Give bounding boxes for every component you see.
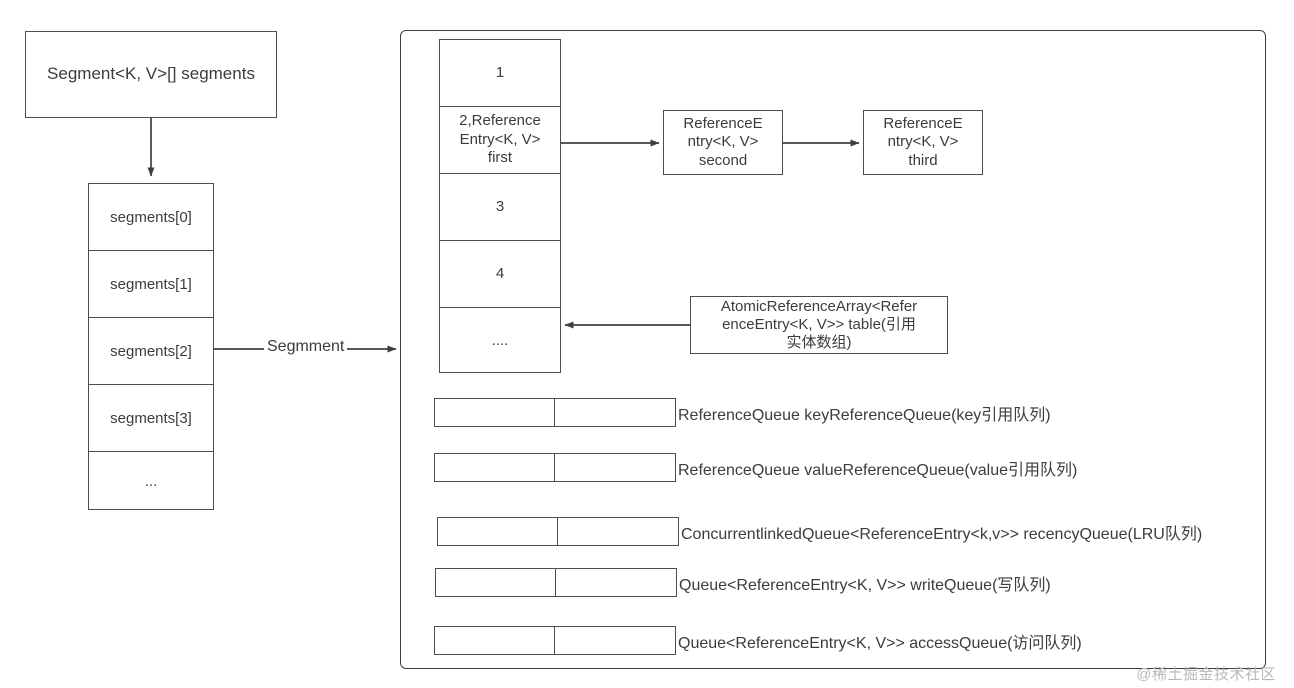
queue-slot-b <box>555 627 675 654</box>
segments-cell-0: segments[0] <box>89 184 213 251</box>
queue-bar <box>435 568 677 597</box>
segments-cell-1: segments[1] <box>89 251 213 318</box>
queue-slot-a <box>435 399 555 426</box>
queue-slot-b <box>555 399 675 426</box>
queue-slot-a <box>438 518 558 545</box>
segments-declaration-box: Segment<K, V>[] segments <box>25 31 277 118</box>
atomic-reference-array-box: AtomicReferenceArray<Refer enceEntry<K, … <box>690 296 948 354</box>
queue-slot-a <box>436 569 556 596</box>
queue-slot-b <box>558 518 678 545</box>
table-cell-3: 3 <box>440 174 560 241</box>
queue-bar <box>437 517 679 546</box>
queue-label: ReferenceQueue keyReferenceQueue(key引用队列… <box>678 406 1051 424</box>
queue-label: Queue<ReferenceEntry<K, V>> accessQueue(… <box>678 634 1082 652</box>
reference-entry-third-box: ReferenceE ntry<K, V> third <box>863 110 983 175</box>
queue-slot-a <box>435 627 555 654</box>
queue-bar <box>434 626 676 655</box>
table-cell-1: 1 <box>440 40 560 107</box>
edge-label-segmment: Segmment <box>264 338 348 356</box>
watermark-text: @稀土掘金技术社区 <box>1136 666 1276 683</box>
segments-array-column: segments[0] segments[1] segments[2] segm… <box>88 183 214 510</box>
queue-slot-b <box>556 569 676 596</box>
queue-label: Queue<ReferenceEntry<K, V>> writeQueue(写… <box>679 576 1051 594</box>
segments-cell-ellipsis: ... <box>144 472 158 490</box>
queue-slot-b <box>555 454 675 481</box>
queue-bar <box>434 398 676 427</box>
queue-label: ReferenceQueue valueReferenceQueue(value… <box>678 461 1078 479</box>
segments-cell-2: segments[2] <box>89 318 213 385</box>
table-bucket-column: 1 2,Reference Entry<K, V> first 3 4 .... <box>439 39 561 373</box>
queue-label: ConcurrentlinkedQueue<ReferenceEntry<k,v… <box>681 525 1203 543</box>
reference-entry-second-box: ReferenceE ntry<K, V> second <box>663 110 783 175</box>
table-cell-ellipsis: .... <box>491 331 509 349</box>
segments-cell-3: segments[3] <box>89 385 213 452</box>
table-cell-4: 4 <box>440 241 560 308</box>
queue-slot-a <box>435 454 555 481</box>
queue-bar <box>434 453 676 482</box>
table-cell-2-first-entry: 2,Reference Entry<K, V> first <box>440 107 560 174</box>
